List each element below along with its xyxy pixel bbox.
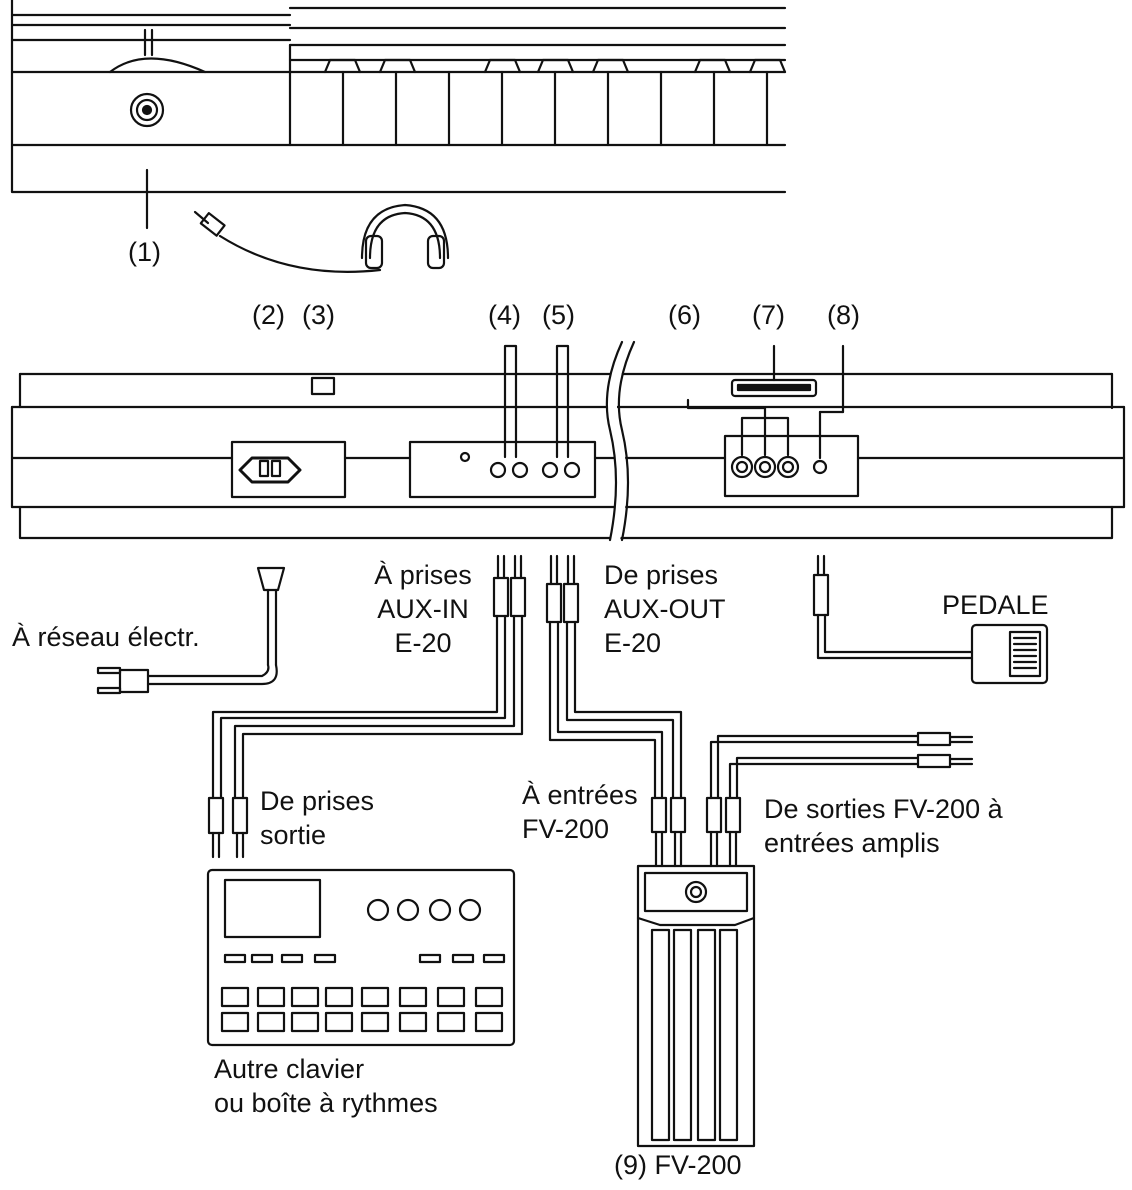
label-pedal-jack: (8) [827,300,860,330]
keyboard-top-view [10,0,787,230]
label-aux-out-line1: De prises [604,560,719,590]
label-other-keyboard-line2: ou boîte à rythmes [214,1088,438,1118]
label-outputs: (6) [668,300,701,330]
rhythm-box [206,868,516,1047]
pad-row-bottom [220,1011,504,1033]
label-aux-out: (5) [542,300,575,330]
label-power-switch: (3) [302,300,335,330]
label-aux-in-line2: AUX-IN [377,594,469,624]
label-fv200-outputs-line1: De sorties FV-200 à [764,794,1003,824]
label-output-jacks-line1: De prises [260,786,375,816]
headphones-icon [193,203,450,273]
label-output-jacks-line2: sortie [260,820,327,850]
card-slot [730,344,818,398]
aux-out-cables [545,554,687,868]
fv200-pedal [636,864,756,1148]
output-jacks-panel [686,344,860,498]
pedal-switch [812,554,1049,685]
aux-jacks-panel [408,344,597,499]
label-card-slot: (7) [752,300,785,330]
fv200-output-cables [705,731,974,868]
black-keys [323,58,787,74]
label-aux-in-line1: À prises [374,560,472,590]
pad-row-top [220,986,504,1008]
label-aux-out-line3: E-20 [604,628,662,658]
power-inlet [230,440,347,499]
aux-in-cables [207,554,527,859]
label-fv200-inputs-line2: FV-200 [522,814,610,844]
label-pedal: PEDALE [942,590,1049,620]
power-cord [96,566,286,695]
label-power-network: À réseau électr. [12,622,200,652]
white-keys [341,70,769,147]
label-other-keyboard-line1: Autre clavier [214,1054,365,1084]
label-aux-out-line2: AUX-OUT [604,594,726,624]
label-headphone-jack: (1) [128,237,161,267]
label-fv200-inputs-line1: À entrées [522,780,638,810]
label-aux-in-line3: E-20 [394,628,452,658]
rear-panel [10,340,1126,545]
panel-break [605,340,636,545]
label-fv200-outputs-line2: entrées amplis [764,828,940,858]
label-power-inlet: (2) [252,300,285,330]
label-aux-in: (4) [488,300,521,330]
headphone-jack [129,92,165,128]
label-fv200: (9) FV-200 [614,1150,742,1180]
